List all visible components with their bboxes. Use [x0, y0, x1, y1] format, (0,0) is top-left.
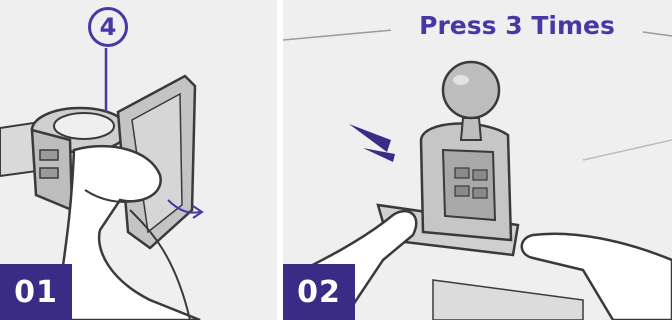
step-panel-1: 4 01	[0, 0, 277, 320]
step-number-badge: 01	[0, 264, 72, 320]
step-panel-2: Press 3 Times 02	[283, 0, 672, 320]
step-number-badge: 02	[283, 264, 355, 320]
press-indicator-icon	[349, 124, 395, 162]
instruction-caption: Press 3 Times	[391, 11, 643, 40]
callout-number: 4	[88, 7, 128, 47]
